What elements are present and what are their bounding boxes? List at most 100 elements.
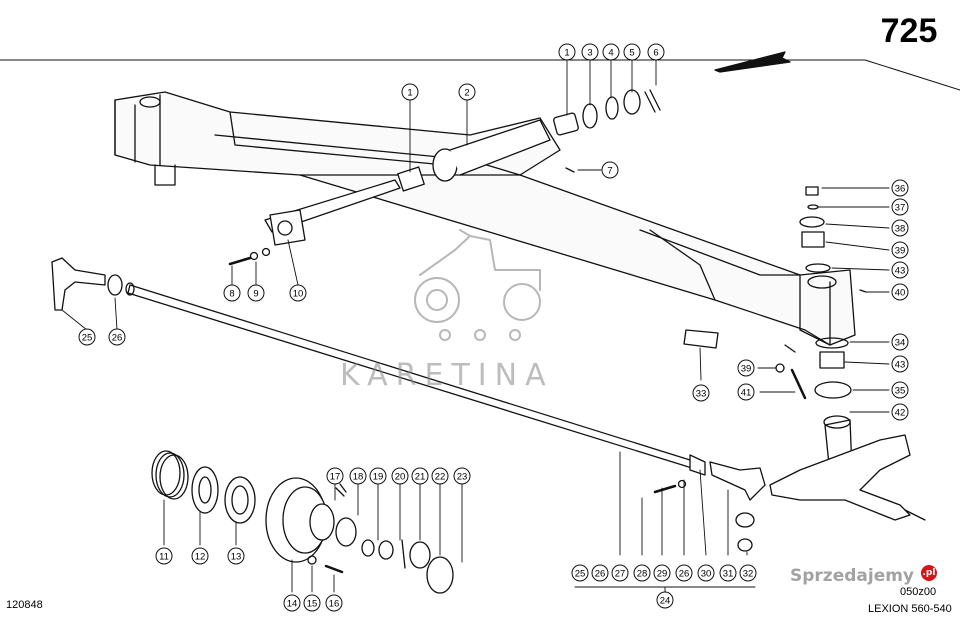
part-callout: 42 [891,403,909,421]
part-callout: 20 [391,467,409,485]
part-callout: 26 [108,328,126,346]
callout-number: 21 [415,472,426,483]
callout-number: 10 [293,289,304,300]
callout-circle [647,43,665,61]
callout-circle [223,284,241,302]
callout-circle [891,198,909,216]
callout-number: 31 [723,569,734,580]
part-callout: 21 [411,467,429,485]
part-callout: 43 [891,261,909,279]
callout-number: 39 [741,364,752,375]
part-callout: 25 [571,564,589,582]
callout-number: 26 [679,569,690,580]
part-callout: 16 [325,594,343,612]
callout-number: 7 [607,166,612,177]
callout-number: 4 [608,48,613,59]
callout-number: 38 [895,224,906,235]
callout-number: 28 [637,569,648,580]
callout-number: 12 [195,552,206,563]
part-callout: 43 [891,355,909,373]
callout-number: 1 [407,88,412,99]
frame-line [0,59,960,91]
fastener-set [228,167,755,552]
callout-circle [737,383,755,401]
part-callout: 5 [623,43,641,61]
callout-number: 16 [329,599,340,610]
callout-circle [78,328,96,346]
callout-circle [697,564,715,582]
callout-circle [581,43,599,61]
callout-number: 2 [464,88,469,99]
callout-circle [411,467,429,485]
callout-circle [891,381,909,399]
drawing-code: 050z00 [900,586,937,598]
callout-number: 8 [229,289,234,300]
callout-circle [891,241,909,259]
part-callout: 33 [692,384,710,402]
callout-circle [891,355,909,373]
part-callout: 2 [458,83,476,101]
callout-number: 5 [629,48,634,59]
callout-circle [692,384,710,402]
callout-circle [349,467,367,485]
callout-number: 22 [435,472,446,483]
part-callout: 35 [891,381,909,399]
callout-number: 19 [373,472,384,483]
part-callout: 1 [558,43,576,61]
part-callout: 39 [891,241,909,259]
callout-circle [675,564,693,582]
callout-circle [458,83,476,101]
part-callout: 3 [581,43,599,61]
callout-circle [369,467,387,485]
callout-circle [623,43,641,61]
pivot-shaft [264,119,551,246]
callout-circle [633,564,651,582]
callout-number: 20 [395,472,406,483]
part-callout: 30 [697,564,715,582]
callout-circle [891,403,909,421]
callout-number: 39 [895,246,906,257]
callout-circle [227,547,245,565]
part-callout: 26 [675,564,693,582]
callout-number: 25 [82,333,93,344]
part-callout: 25 [78,328,96,346]
callout-number: 43 [895,360,906,371]
callout-circle [891,179,909,197]
callout-number: 35 [895,386,906,397]
callout-circle [891,261,909,279]
part-callout: 22 [431,467,449,485]
part-callout: 37 [891,198,909,216]
part-callout: 38 [891,219,909,237]
callout-circle [656,591,674,609]
callout-number: 36 [895,184,906,195]
callout-circle [719,564,737,582]
steering-knuckle [769,415,926,521]
part-callout: 7 [601,161,619,179]
callout-number: 11 [159,552,169,563]
callout-circle [283,594,301,612]
callout-number: 13 [231,552,242,563]
direction-arrow-icon [714,51,791,73]
part-callout: 6 [647,43,665,61]
kingpin-stack [683,186,867,400]
part-callout: 29 [653,564,671,582]
callout-number: 17 [330,472,341,483]
callout-circle [155,547,173,565]
watermark-tractor-icon [414,229,541,341]
part-callout: 11 [155,547,173,565]
callout-circle [611,564,629,582]
callout-number: 41 [741,388,752,399]
part-callout: 28 [633,564,651,582]
part-callout: 13 [227,547,245,565]
leader-lines [61,59,890,593]
callout-circle [602,43,620,61]
callout-number: 40 [895,288,906,299]
part-callout: 12 [191,547,209,565]
part-callout: 19 [369,467,387,485]
part-callout: 1 [401,83,419,101]
group-callout: 24 [656,591,674,609]
callout-number: 1 [564,48,569,59]
callout-number: 43 [895,266,906,277]
